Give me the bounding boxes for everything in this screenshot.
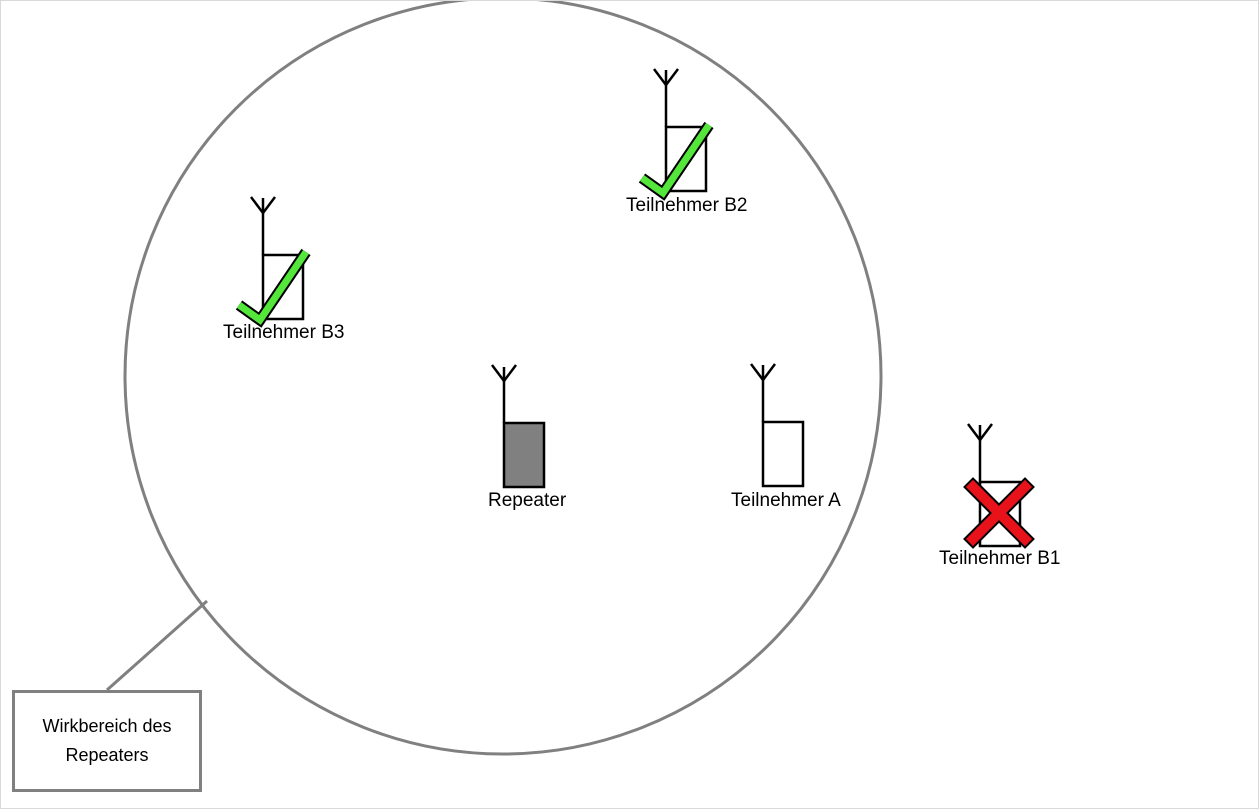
coverage-circle xyxy=(123,1,883,756)
device-b1 xyxy=(963,423,1035,549)
label-teilnehmer-b1: Teilnehmer B1 xyxy=(939,548,1061,569)
label-teilnehmer-a: Teilnehmer A xyxy=(731,490,841,511)
device-b3 xyxy=(235,196,311,328)
repeater-device xyxy=(491,364,546,489)
check-icon-fill xyxy=(236,250,309,325)
coverage-callout-box: Wirkbereich des Repeaters xyxy=(12,690,202,792)
coverage-callout-label: Wirkbereich des Repeaters xyxy=(42,716,172,765)
label-teilnehmer-b3: Teilnehmer B3 xyxy=(223,322,345,343)
device-b2 xyxy=(638,68,714,201)
antenna-icon xyxy=(750,363,776,422)
antenna-icon xyxy=(491,364,517,423)
antenna-icon xyxy=(653,68,679,127)
device-a xyxy=(750,363,805,488)
callout-leader-line xyxy=(106,599,208,692)
device-body xyxy=(761,420,805,488)
check-icon-fill xyxy=(639,123,712,198)
label-repeater: Repeater xyxy=(488,490,567,511)
cross-icon xyxy=(963,477,1035,549)
repeater-body xyxy=(502,421,546,489)
label-teilnehmer-b2: Teilnehmer B2 xyxy=(626,195,748,216)
antenna-icon xyxy=(967,423,993,482)
antenna-icon xyxy=(250,196,276,255)
